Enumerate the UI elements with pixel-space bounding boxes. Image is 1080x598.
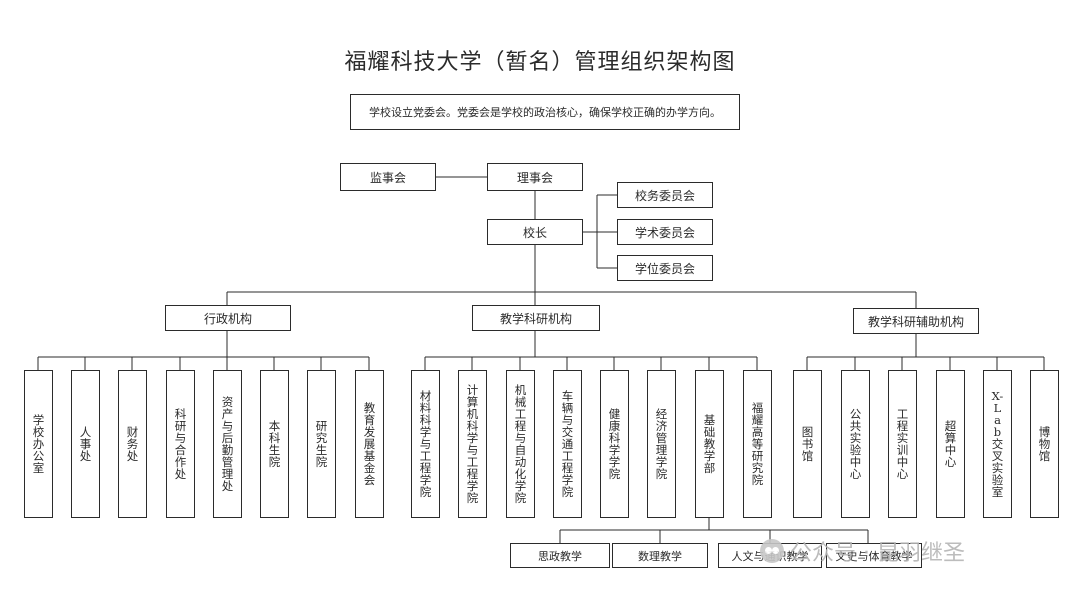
academic-item: 材料科学与工程学院 — [411, 370, 440, 518]
watermark: 公众号 · 昆羽继圣 — [760, 536, 965, 566]
support-item: 公共实验中心 — [841, 370, 870, 518]
admin-item-label: 学校办公室 — [32, 412, 45, 476]
watermark-text: 公众号 · 昆羽继圣 — [790, 541, 965, 566]
board-of-trustees-label: 理事会 — [516, 170, 553, 185]
support-item: 超算中心 — [936, 370, 965, 518]
support-item: X-Lab交叉实验室 — [983, 370, 1012, 518]
academic-group-label: 教学科研机构 — [499, 311, 572, 326]
support-item-label: 博物馆 — [1038, 424, 1051, 464]
admin-item: 资产与后勤管理处 — [213, 370, 242, 518]
admin-item: 研究生院 — [307, 370, 336, 518]
support-item-label: 图书馆 — [801, 424, 814, 464]
admin-item-label: 科研与合作处 — [174, 406, 187, 482]
support-item: 工程实训中心 — [888, 370, 917, 518]
admin-item-label: 教育发展基金会 — [363, 400, 376, 488]
academic-item: 基础教学部 — [695, 370, 724, 518]
president-label: 校长 — [522, 225, 547, 240]
page-title: 福耀科技大学（暂名）管理组织架构图 — [344, 50, 736, 75]
committee-school-affairs-label: 校务委员会 — [634, 188, 695, 203]
admin-item-label: 研究生院 — [315, 418, 328, 470]
academic-item-label: 材料科学与工程学院 — [419, 388, 432, 500]
committee-academic-box: 学术委员会 — [617, 219, 713, 245]
basic-teaching-sub-label: 数理教学 — [638, 549, 682, 563]
academic-item-label: 车辆与交通工程学院 — [561, 388, 574, 500]
party-committee-note: 学校设立党委会。党委会是学校的政治核心，确保学校正确的办学方向。 — [350, 94, 740, 130]
wechat-icon — [760, 539, 784, 563]
basic-teaching-sub: 文史与体育教学 — [826, 543, 922, 568]
admin-item: 教育发展基金会 — [355, 370, 384, 518]
committee-school-affairs-box: 校务委员会 — [617, 182, 713, 208]
committee-degree-label: 学位委员会 — [634, 261, 695, 276]
support-group-label: 教学科研辅助机构 — [867, 314, 964, 329]
academic-group-box: 教学科研机构 — [472, 305, 600, 331]
support-item: 图书馆 — [793, 370, 822, 518]
support-item-label: 工程实训中心 — [896, 406, 909, 482]
committee-academic-label: 学术委员会 — [634, 225, 695, 240]
admin-item: 财务处 — [118, 370, 147, 518]
supervisory-board-label: 监事会 — [369, 170, 406, 185]
president-box: 校长 — [487, 219, 583, 245]
academic-item-label: 经济管理学院 — [655, 406, 668, 482]
basic-teaching-sub-label: 思政教学 — [538, 549, 582, 563]
admin-item-label: 财务处 — [126, 424, 139, 464]
academic-item: 计算机科学与工程学院 — [458, 370, 487, 518]
admin-item-label: 人事处 — [79, 424, 92, 464]
admin-item: 本科生院 — [260, 370, 289, 518]
support-item-label: X-Lab交叉实验室 — [991, 388, 1004, 500]
basic-teaching-sub-label: 文史与体育教学 — [835, 549, 913, 563]
admin-item: 人事处 — [71, 370, 100, 518]
academic-item: 经济管理学院 — [647, 370, 676, 518]
academic-item: 车辆与交通工程学院 — [553, 370, 582, 518]
academic-item-label: 健康科学学院 — [608, 406, 621, 482]
academic-item-label: 福耀高等研究院 — [751, 400, 764, 488]
basic-teaching-sub: 思政教学 — [510, 543, 610, 568]
academic-item-label: 基础教学部 — [703, 412, 716, 476]
committee-degree-box: 学位委员会 — [617, 255, 713, 281]
admin-group-box: 行政机构 — [165, 305, 291, 331]
board-of-trustees-box: 理事会 — [487, 163, 583, 191]
admin-item: 科研与合作处 — [166, 370, 195, 518]
academic-item: 健康科学学院 — [600, 370, 629, 518]
admin-item-label: 本科生院 — [268, 418, 281, 470]
admin-item-label: 资产与后勤管理处 — [221, 394, 234, 494]
supervisory-board-box: 监事会 — [340, 163, 436, 191]
admin-group-label: 行政机构 — [203, 311, 252, 326]
academic-item: 福耀高等研究院 — [743, 370, 772, 518]
support-group-box: 教学科研辅助机构 — [853, 308, 979, 334]
academic-item: 机械工程与自动化学院 — [506, 370, 535, 518]
basic-teaching-sub: 数理教学 — [612, 543, 708, 568]
support-item: 博物馆 — [1030, 370, 1059, 518]
support-item-label: 公共实验中心 — [849, 406, 862, 482]
support-item-label: 超算中心 — [944, 418, 957, 470]
academic-item-label: 计算机科学与工程学院 — [466, 382, 479, 506]
admin-item: 学校办公室 — [24, 370, 53, 518]
academic-item-label: 机械工程与自动化学院 — [514, 382, 527, 506]
